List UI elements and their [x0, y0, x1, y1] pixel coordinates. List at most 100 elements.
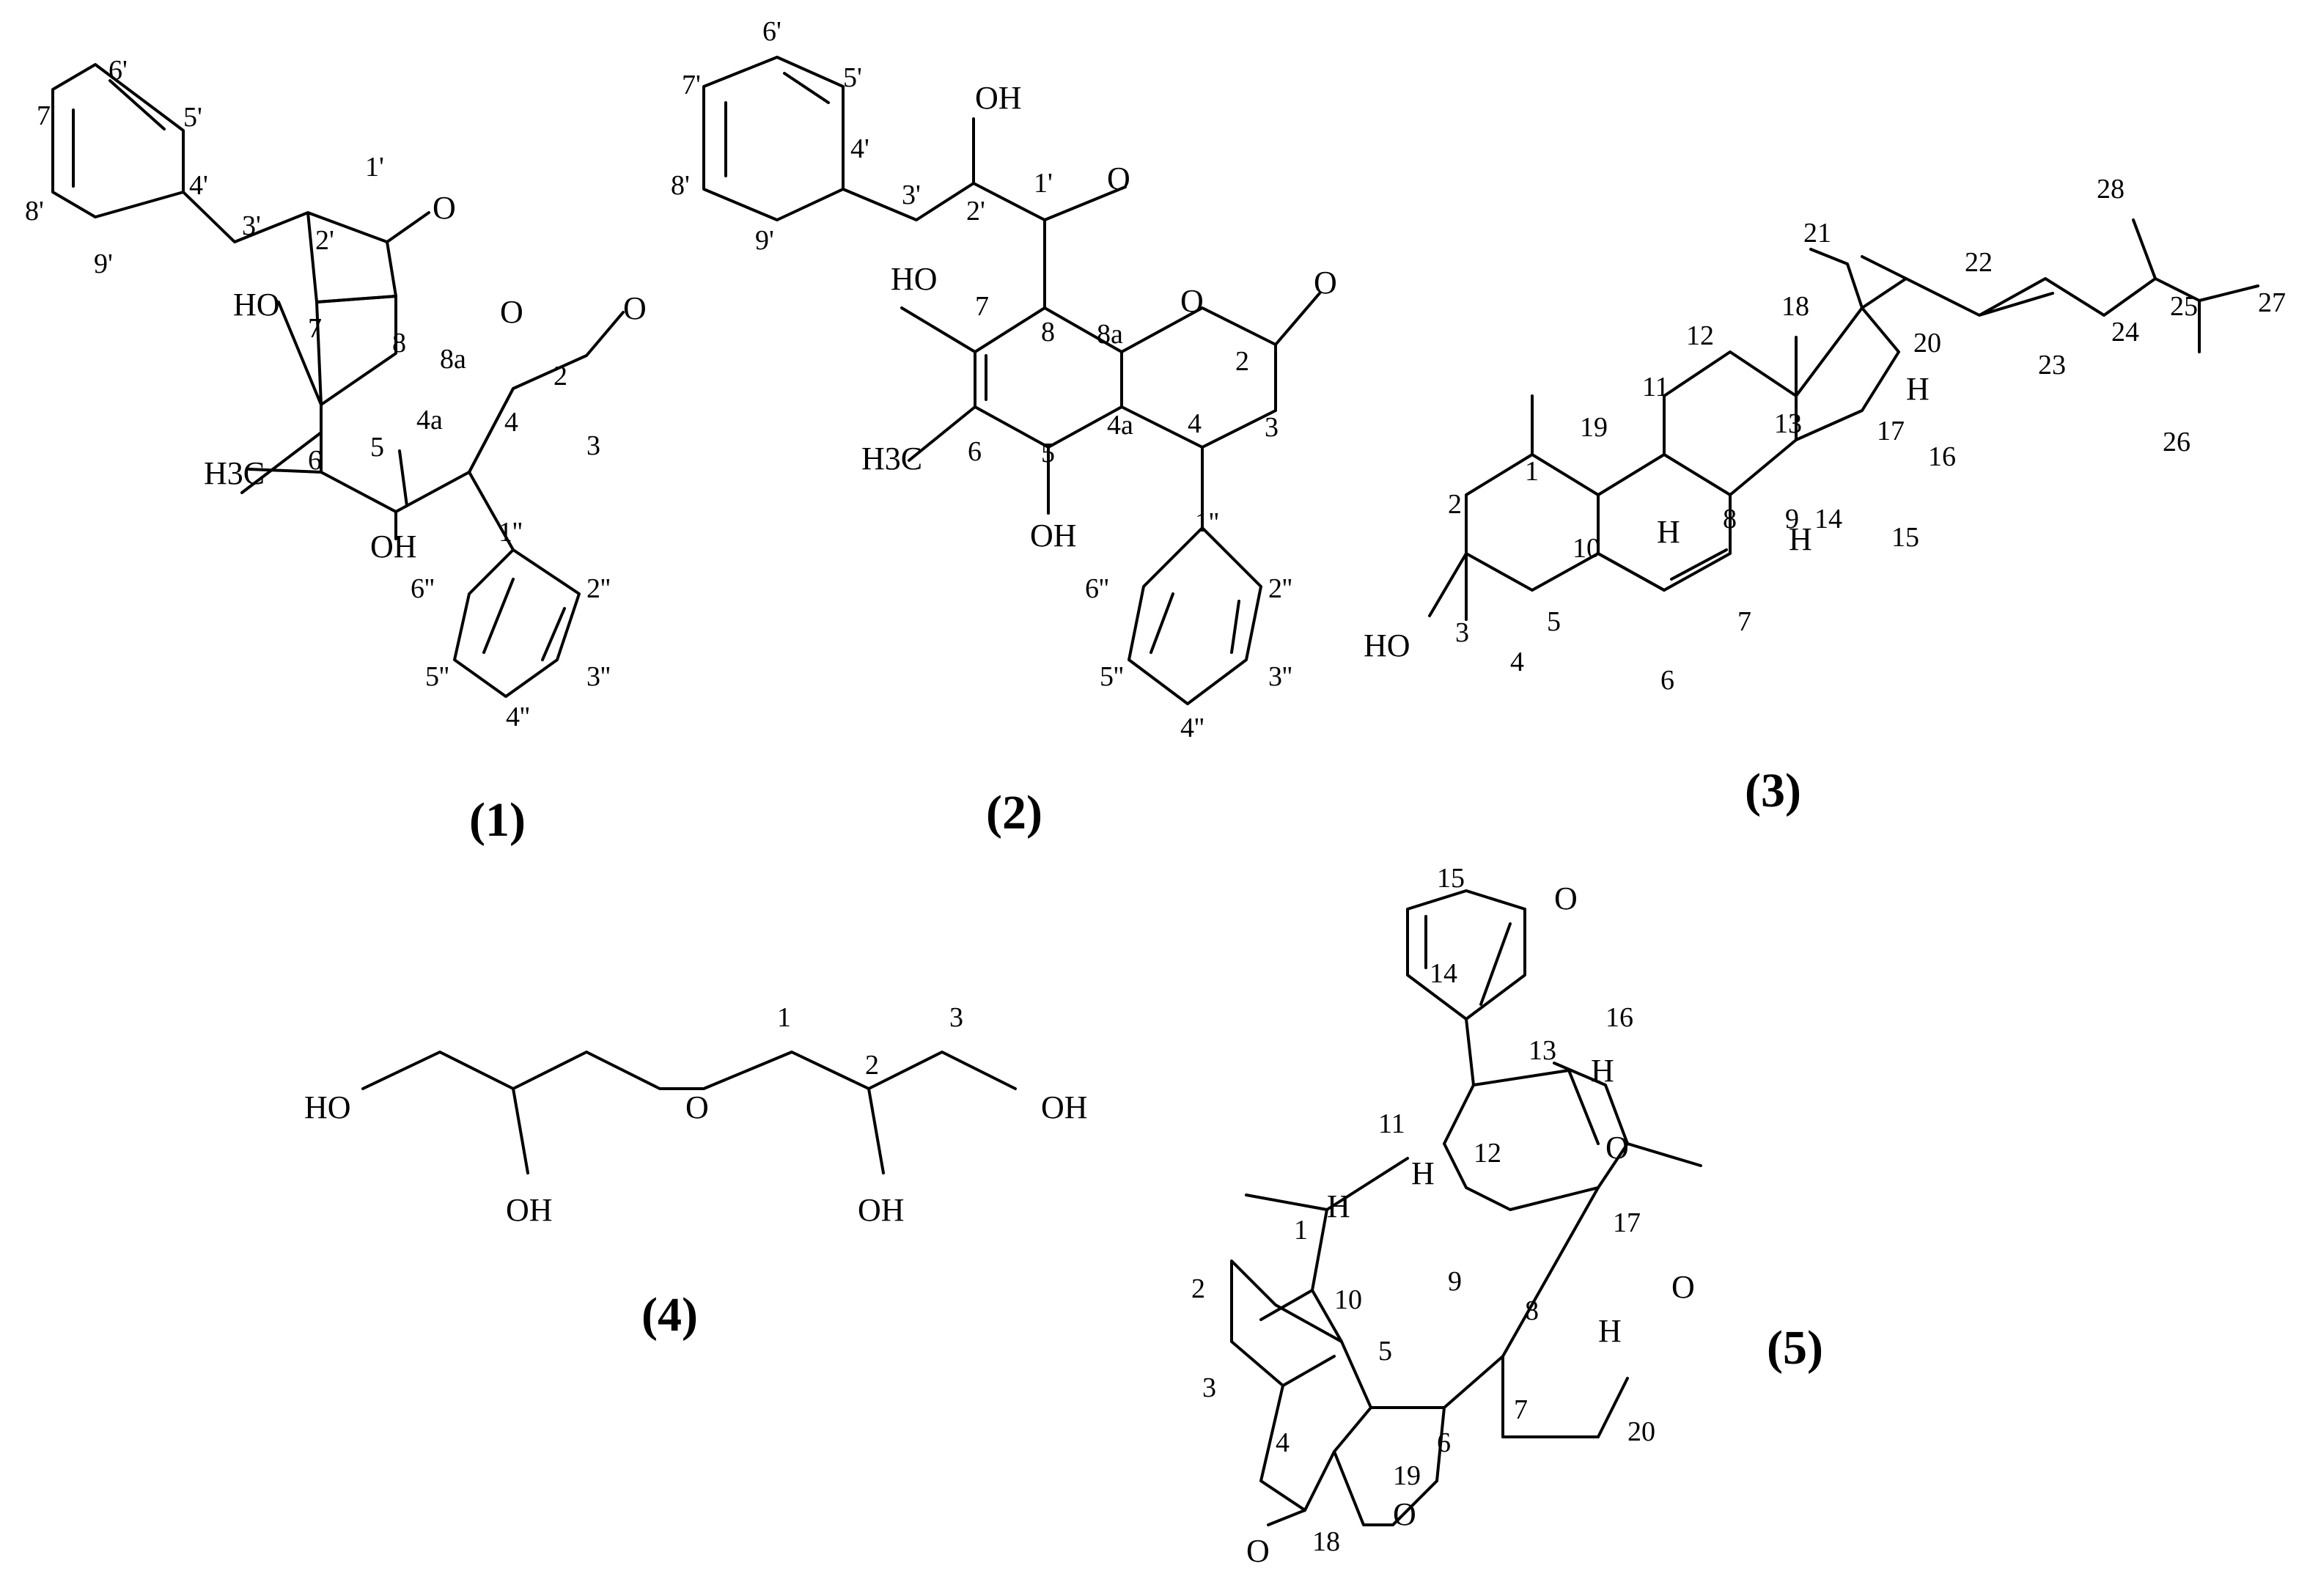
c5-label-6: 11 — [1378, 1108, 1405, 1139]
compound-2-caption: (2) — [986, 786, 1042, 839]
c3-label-0: 28 — [2097, 174, 2125, 205]
c4-label-4: O — [685, 1089, 709, 1125]
c1-label-13: 8a — [440, 344, 466, 375]
compound-5-structure — [1230, 889, 1702, 1526]
c5-label-1: O — [1554, 880, 1578, 916]
c1-label-2: 7' — [37, 100, 56, 131]
c2-label-16: O — [1314, 265, 1337, 301]
c5-label-10: 17 — [1613, 1207, 1641, 1238]
c2-label-30: 4'' — [1180, 713, 1204, 743]
c3-label-2: 22 — [1965, 247, 1993, 278]
c3-label-30: 4 — [1510, 647, 1524, 677]
c2-label-12: 7 — [975, 291, 989, 322]
c3-label-13: 26 — [2163, 427, 2191, 457]
c4-label-3: HO — [304, 1089, 351, 1125]
c2-label-27: 2'' — [1268, 573, 1292, 604]
c3-label-24: H — [1789, 521, 1812, 557]
c3-label-18: 9 — [1785, 504, 1799, 534]
c4-label-2: 2 — [865, 1050, 879, 1081]
c3-label-5: 24 — [2111, 317, 2139, 347]
c5-label-17: 8 — [1525, 1295, 1539, 1326]
c1-label-22: H3C — [204, 455, 265, 491]
c2-label-18: 6 — [968, 436, 982, 467]
c3-label-21: 10 — [1573, 533, 1600, 564]
c1-label-9: O — [433, 190, 456, 226]
c1-label-14: O — [500, 294, 523, 330]
c5-label-26: O — [1246, 1533, 1270, 1569]
c5-label-14: O — [1671, 1269, 1695, 1305]
c1-label-15: O — [623, 290, 647, 326]
c2-label-21: 4 — [1188, 408, 1202, 439]
c5-label-3: 16 — [1605, 1002, 1633, 1033]
c2-label-28: 5'' — [1100, 661, 1124, 692]
compound-4-caption: (4) — [641, 1288, 698, 1342]
compound-3-structure — [1428, 218, 2259, 621]
c2-label-17: 2 — [1235, 346, 1249, 377]
c4-label-1: 3 — [949, 1002, 963, 1033]
c5-label-24: 4 — [1276, 1427, 1290, 1458]
c5-label-23: 6 — [1437, 1427, 1451, 1458]
c5-label-12: 9 — [1448, 1266, 1462, 1297]
c1-label-12: 8 — [392, 328, 406, 358]
compound-2-labels: 6' 7' 5' 8' 4' 9' 3' OH 2' 1' O HO 7 8 8… — [671, 16, 1337, 839]
compound-5-labels: 15 O 14 16 13 H 11 12 O H 17 1 9 H O 2 1… — [1191, 863, 1823, 1569]
compound-3-labels: 28 21 22 18 20 24 25 27 23 12 13 17 H 26… — [1364, 174, 2286, 817]
c2-label-10: O — [1107, 161, 1130, 196]
c3-label-29: 7 — [1737, 606, 1751, 637]
c5-label-5: H — [1591, 1053, 1614, 1089]
c3-label-7: 27 — [2258, 287, 2286, 318]
c2-label-20: 4a — [1107, 410, 1133, 441]
compound-1-labels: 6' 5' 7' 4' 8' 9' 3' 2' 1' O HO 7 8 8a O… — [25, 55, 647, 847]
c3-label-19: 14 — [1814, 504, 1842, 534]
c2-label-11: HO — [891, 261, 938, 297]
c2-label-25: 1'' — [1195, 507, 1219, 538]
c5-label-9: H — [1411, 1155, 1435, 1191]
c3-label-9: 12 — [1686, 320, 1714, 351]
c2-label-19: 5 — [1041, 438, 1055, 468]
c5-label-11: 1 — [1294, 1215, 1308, 1246]
c1-label-1: 5' — [183, 102, 202, 133]
c1-label-28: 3'' — [586, 661, 611, 692]
c1-label-23: OH — [370, 529, 417, 565]
c5-label-13: H — [1327, 1188, 1350, 1224]
c5-label-0: 15 — [1437, 863, 1465, 894]
c2-label-4: 4' — [850, 133, 869, 164]
c1-label-11: 7 — [308, 313, 322, 344]
c3-label-14: 11 — [1642, 372, 1669, 402]
c1-label-8: 1' — [365, 152, 384, 183]
c3-label-3: 18 — [1781, 291, 1809, 322]
compound-4-structure — [361, 1051, 1017, 1174]
c1-label-24: 1'' — [499, 517, 523, 548]
c2-label-26: 6'' — [1085, 573, 1109, 604]
c2-label-15: O — [1180, 283, 1204, 319]
c1-label-5: 9' — [94, 249, 113, 279]
c5-label-7: 12 — [1474, 1138, 1501, 1169]
c2-label-2: 5' — [843, 62, 862, 93]
c5-label-15: 2 — [1191, 1273, 1205, 1304]
c5-label-16: 10 — [1334, 1284, 1362, 1315]
compound-4-labels: 1 3 2 HO O OH OH OH (4) — [304, 1002, 1088, 1342]
c5-label-28: O — [1393, 1496, 1416, 1532]
c1-label-19: 4a — [416, 405, 443, 435]
c1-label-21: 3 — [586, 430, 600, 461]
c3-label-12: H — [1906, 371, 1930, 407]
c5-label-27: 18 — [1312, 1526, 1340, 1557]
c4-label-0: 1 — [777, 1002, 791, 1033]
c3-label-11: 17 — [1877, 416, 1905, 446]
c5-label-18: H — [1598, 1313, 1622, 1349]
c2-label-13: 8 — [1041, 317, 1055, 347]
c1-label-3: 4' — [189, 170, 208, 201]
c2-label-22: 3 — [1265, 412, 1279, 443]
c2-label-29: 3'' — [1268, 661, 1292, 692]
compound-5-caption: (5) — [1767, 1321, 1823, 1375]
c2-label-0: 6' — [762, 16, 781, 47]
c3-label-10: 13 — [1774, 408, 1802, 439]
c2-label-7: OH — [975, 80, 1022, 116]
c1-label-7: 2' — [315, 225, 334, 256]
c4-label-6: OH — [506, 1192, 553, 1228]
c1-label-25: 6'' — [411, 573, 435, 604]
c2-label-14: 8a — [1097, 319, 1123, 350]
compound-3-caption: (3) — [1745, 764, 1801, 817]
c5-label-22: 20 — [1627, 1416, 1655, 1447]
c2-label-8: 2' — [966, 196, 985, 227]
